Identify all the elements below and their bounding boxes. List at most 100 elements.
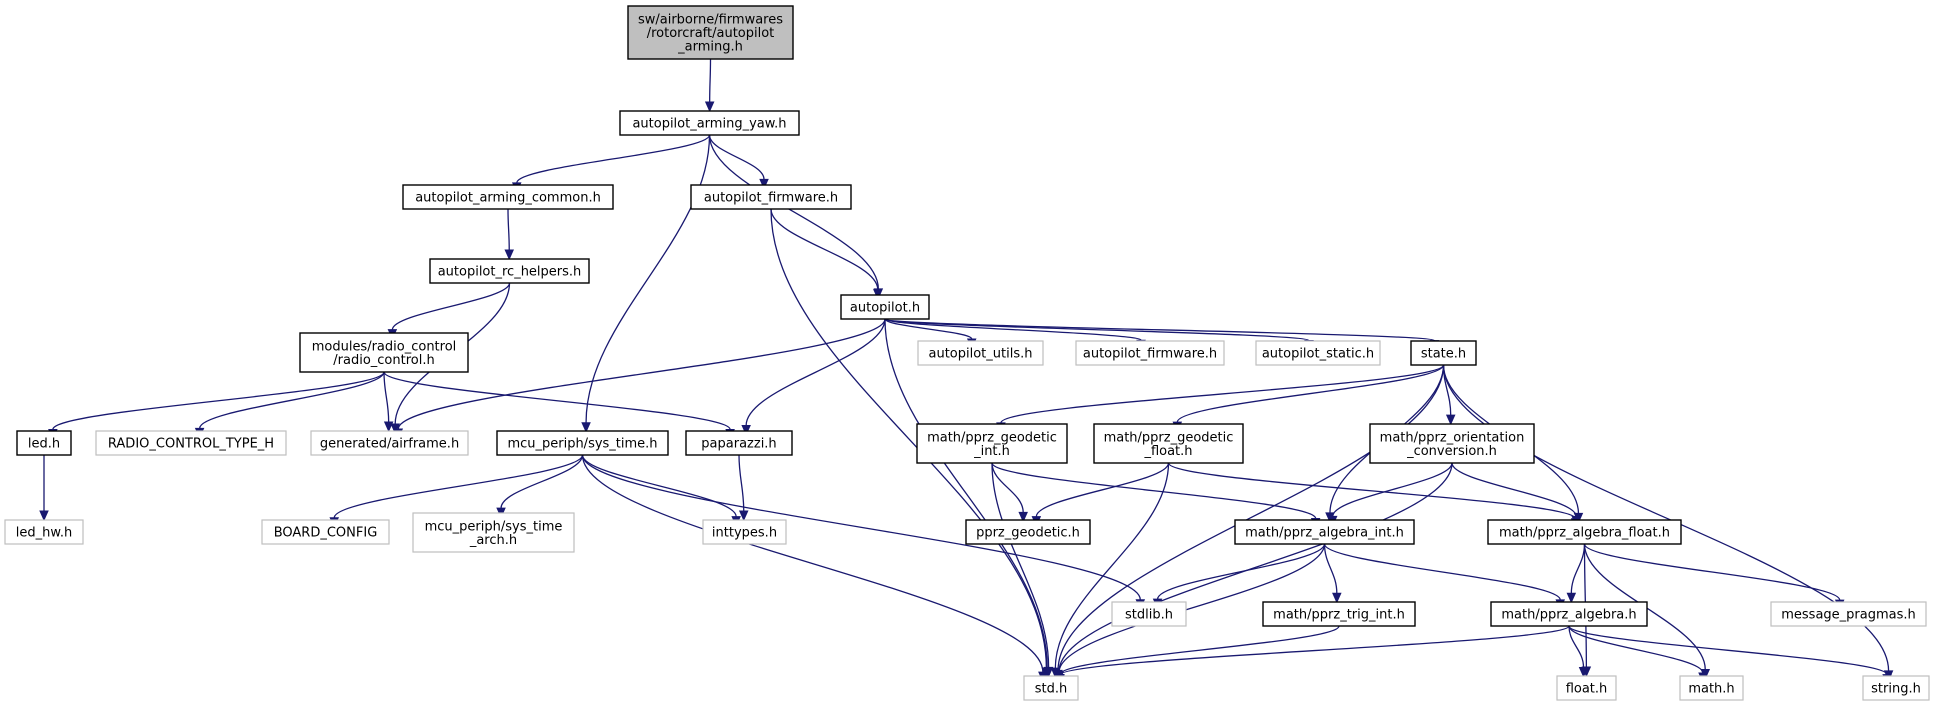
edge-line — [770, 208, 1048, 669]
node-pprz[interactable]: paparazzi.h — [685, 430, 793, 456]
node-alg[interactable]: math/pprz_algebra.h — [1490, 601, 1648, 627]
node-ap[interactable]: autopilot.h — [840, 294, 930, 320]
node-label-line: inttypes.h — [712, 526, 777, 541]
edge-line — [333, 454, 584, 519]
edge-line — [708, 134, 765, 180]
edge-arrowhead — [1332, 592, 1342, 604]
node-box — [1679, 675, 1744, 701]
node-label-line: autopilot_utils.h — [929, 347, 1033, 362]
node-label-line: math/pprz_geodetic — [927, 430, 1057, 445]
edge-arrowhead — [704, 101, 715, 113]
edge-line — [52, 371, 385, 431]
edge-line — [770, 208, 879, 290]
edge-arrowhead — [738, 510, 749, 522]
edge-line — [581, 454, 737, 517]
node-label-line: std.h — [1035, 682, 1068, 697]
edge-line — [991, 462, 1024, 513]
edge-line — [1323, 543, 1561, 601]
node-rch[interactable]: autopilot_rc_helpers.h — [429, 258, 590, 284]
edge-arrowhead — [1018, 511, 1028, 523]
node-pragmas: message_pragmas.h — [1770, 601, 1927, 627]
edge-line — [745, 318, 886, 426]
edge-algint-to-trig — [1323, 543, 1342, 604]
node-label-line: float.h — [1566, 682, 1608, 697]
node-box — [690, 184, 852, 210]
node-label-line: /rotorcraft/autopilot — [647, 26, 775, 41]
edge-rc-to-pprz — [383, 371, 735, 440]
edge-arrowhead — [390, 423, 400, 435]
edge-orient-to-algflt — [1451, 462, 1582, 527]
node-box — [1023, 675, 1079, 701]
node-algflt[interactable]: math/pprz_algebra_float.h — [1487, 519, 1682, 545]
node-label-line: _arming.h — [677, 40, 743, 55]
node-state[interactable]: state.h — [1410, 340, 1477, 366]
edge-line — [1035, 462, 1170, 517]
edge-line — [1568, 625, 1704, 674]
edge-state-to-ginti — [996, 364, 1445, 434]
node-box — [1556, 675, 1617, 701]
node-trig[interactable]: math/pprz_trig_int.h — [1262, 601, 1416, 627]
node-led[interactable]: led.h — [16, 430, 72, 456]
node-ginti[interactable]: math/pprz_geodetic_int.h — [916, 423, 1068, 464]
node-label-line: autopilot_rc_helpers.h — [438, 265, 582, 280]
node-box — [4, 519, 84, 545]
edge-line — [500, 454, 584, 509]
node-box — [619, 110, 800, 136]
edge-ginti-to-geod — [991, 462, 1028, 523]
edge-alg-to-string — [1568, 625, 1892, 685]
edge-common-to-rch — [504, 208, 514, 261]
node-label-line: sw/airborne/firmwares — [638, 13, 783, 28]
node-box — [1410, 340, 1477, 366]
node-box — [1075, 340, 1225, 366]
edge-ap-to-pprz — [741, 318, 886, 436]
node-box — [261, 519, 390, 545]
edge-line — [884, 318, 973, 340]
edge-line — [1059, 625, 1340, 676]
nodes-layer: sw/airborne/firmwares/rotorcraft/autopil… — [4, 5, 1930, 701]
node-box — [1093, 423, 1244, 464]
node-box — [310, 430, 469, 456]
node-root[interactable]: sw/airborne/firmwares/rotorcraft/autopil… — [627, 5, 794, 60]
node-label-line: _int.h — [973, 444, 1010, 459]
edge-alg-to-float — [1568, 625, 1589, 678]
edge-line — [1000, 364, 1445, 424]
edge-ap-to-std — [884, 318, 1052, 679]
node-box — [1255, 340, 1381, 366]
edge-line — [1054, 462, 1170, 669]
node-label-line: mcu_periph/sys_time.h — [507, 437, 657, 452]
node-box — [702, 519, 787, 545]
node-box — [1490, 601, 1648, 627]
node-label-line: _conversion.h — [1406, 444, 1497, 459]
edge-arrowhead — [383, 421, 394, 433]
edge-line — [1059, 625, 1570, 676]
node-systime[interactable]: mcu_periph/sys_time.h — [496, 430, 669, 456]
edge-line — [1323, 543, 1338, 594]
node-orient[interactable]: math/pprz_orientation_conversion.h — [1369, 423, 1535, 464]
node-fw[interactable]: autopilot_firmware.h — [690, 184, 852, 210]
node-label-line: autopilot_firmware.h — [704, 191, 838, 206]
edge-line — [738, 454, 745, 512]
node-label-line: string.h — [1871, 682, 1921, 697]
node-label-line: autopilot_static.h — [1262, 347, 1374, 362]
node-gflt[interactable]: math/pprz_geodetic_float.h — [1093, 423, 1244, 464]
edge-line — [585, 134, 711, 423]
node-box — [1111, 601, 1187, 627]
edge-orient-to-std — [1054, 462, 1453, 683]
node-starch: mcu_periph/sys_time_arch.h — [412, 512, 575, 553]
node-box — [1862, 675, 1930, 701]
node-label-line: modules/radio_control — [312, 339, 457, 354]
node-label-line: math/pprz_trig_int.h — [1273, 608, 1405, 623]
node-rc[interactable]: modules/radio_control/radio_control.h — [299, 332, 469, 373]
edge-line — [991, 462, 1050, 668]
node-label-line: autopilot_firmware.h — [1083, 347, 1217, 362]
node-label-line: autopilot_arming_yaw.h — [632, 117, 786, 132]
node-geod[interactable]: pprz_geodetic.h — [965, 519, 1091, 545]
edge-line — [1156, 543, 1326, 600]
node-board: BOARD_CONFIG — [261, 519, 390, 545]
edge-line — [507, 208, 510, 251]
edge-arrowhead — [1445, 414, 1456, 426]
node-yaw[interactable]: autopilot_arming_yaw.h — [619, 110, 800, 136]
node-algint[interactable]: math/pprz_algebra_int.h — [1234, 519, 1415, 545]
node-common[interactable]: autopilot_arming_common.h — [402, 184, 614, 210]
node-label-line: _arch.h — [469, 533, 517, 548]
